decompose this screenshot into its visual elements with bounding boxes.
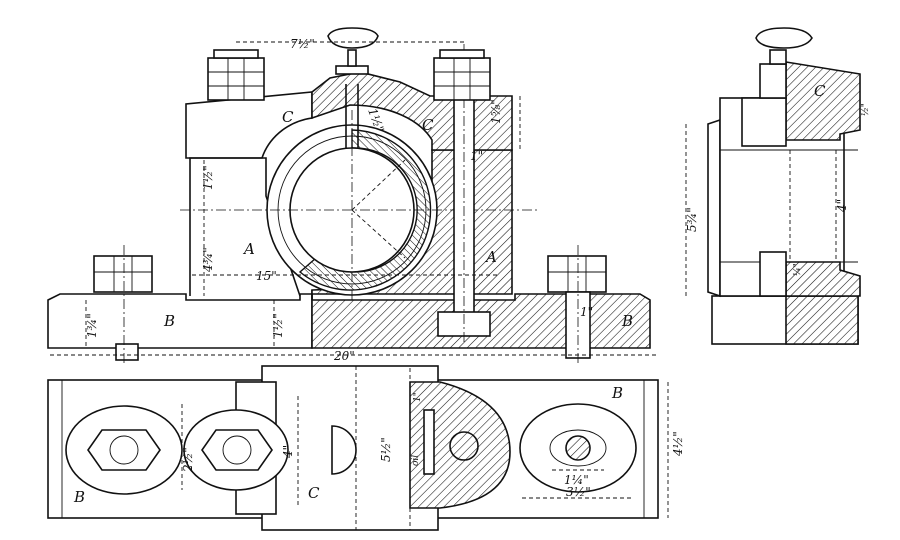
plan-nut-mid <box>201 429 273 471</box>
lubricator-cap <box>327 27 379 49</box>
plan-note-oil: oil <box>411 455 421 466</box>
lubricator-base <box>335 65 369 75</box>
plan-section-bolt <box>449 431 479 461</box>
plan-slot-bolt-section <box>565 435 591 461</box>
dim-cap-thickness: 1⅝" <box>489 99 503 124</box>
label-cap-left: C <box>282 108 294 126</box>
dim-plan-slot-length: 3½" <box>566 485 591 499</box>
nut-top-right <box>433 49 491 101</box>
nut-base-left <box>93 255 153 361</box>
side-cap-section <box>785 61 861 141</box>
label-plan-base-left: B <box>73 488 85 506</box>
dim-base-left: 1¾" <box>85 313 99 338</box>
bearing-brass-section <box>298 129 432 291</box>
side-lubricator-stem <box>769 49 787 65</box>
nut-top-left <box>207 49 265 101</box>
label-pedestal-right: A <box>484 248 497 266</box>
front-elevation <box>47 27 656 365</box>
plan-view <box>47 365 669 531</box>
dim-plan-base-width: 4½" <box>671 431 685 457</box>
label-pedestal-left: A <box>242 240 255 258</box>
side-lubricator-cap <box>755 27 813 49</box>
label-base-right: B <box>621 312 633 330</box>
dim-holding-bolt: 1" <box>580 305 593 319</box>
plan-bore-half <box>331 425 357 475</box>
side-nut <box>759 63 787 99</box>
dim-base-mid: 1½" <box>271 313 285 338</box>
dim-bolt-centers: 7½" <box>290 37 315 51</box>
dim-pedestal-width: 15" <box>256 269 277 283</box>
dim-pedestal-height: 4¾" <box>201 247 215 273</box>
dim-plan-bore: 4" <box>281 445 295 459</box>
dim-side-collar-bottom: ¼" <box>792 263 803 276</box>
dim-side-height: 5¾" <box>685 207 699 232</box>
dim-plan-small: 1" <box>413 392 423 402</box>
dim-plan-bolt-spacing: 2½" <box>181 447 195 473</box>
dim-plan-cap-length: 5½" <box>379 437 393 462</box>
side-elevation <box>685 27 861 345</box>
radius-line-2 <box>351 209 406 259</box>
side-cap-block <box>741 97 787 147</box>
plan-slot-right-inner <box>549 429 607 467</box>
front-base-plate <box>47 293 313 349</box>
dim-overall-length: 20" <box>333 349 355 363</box>
dim-side-bore: 4" <box>835 199 849 213</box>
plan-oil-cup <box>423 409 435 475</box>
dim-cap-bolt: 1" <box>470 149 483 163</box>
label-side-cap: C <box>814 82 826 100</box>
side-base-section <box>785 295 859 345</box>
side-flange <box>707 118 721 298</box>
label-cap-right: C <box>422 116 434 134</box>
plan-nut-mid-bore <box>222 435 252 465</box>
lubricator-stem <box>347 49 357 67</box>
dim-side-collar-top: ½" <box>860 103 871 116</box>
plan-nut-left-bore <box>109 435 139 465</box>
label-plan-base-right: B <box>611 384 623 402</box>
dim-pedestal-top: 1½" <box>201 165 215 190</box>
dim-plan-slot-width: 1¼" <box>564 473 589 487</box>
label-plan-cap: C <box>308 484 320 502</box>
radius-line-1 <box>351 159 406 211</box>
label-base-left: B <box>163 312 175 330</box>
side-bolt <box>759 251 787 297</box>
plan-nut-left <box>87 429 161 471</box>
